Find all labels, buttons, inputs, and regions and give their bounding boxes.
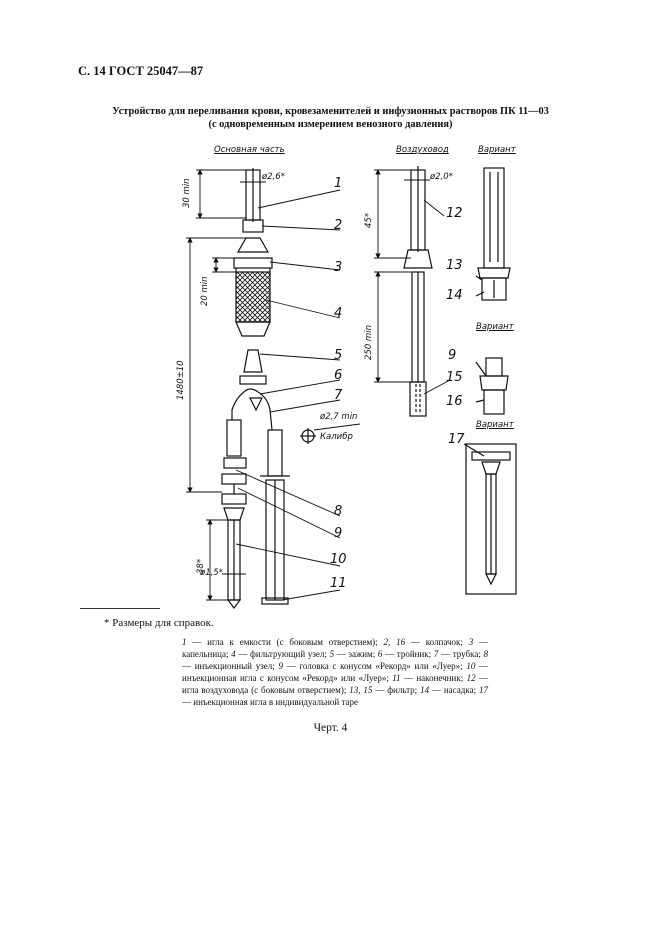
figure-caption: Черт. 4 (313, 722, 348, 734)
legend-text-5: — зажим; (334, 649, 378, 659)
leader-lines (235, 189, 361, 601)
tee-6-tube-7 (231, 388, 273, 431)
figure-subtitle: (с одновременным измерением венозного да… (208, 119, 453, 130)
footnote: * Размеры для справок. (104, 617, 214, 629)
needle-10 (223, 507, 245, 609)
page-header: С. 14 ГОСТ 25047—87 (78, 64, 204, 78)
dim-20min: 20 min (200, 276, 210, 306)
section-variant-2-title: Вариант (476, 322, 514, 332)
dim-calibre: Калибр (320, 432, 353, 442)
needle-1 (242, 168, 264, 233)
legend-num-4: 4 (231, 649, 236, 659)
label-9-variant: 9 (448, 348, 457, 363)
legend-num-2: 2, 16 (383, 637, 406, 647)
label-9: 9 (334, 526, 343, 541)
tube-right (260, 429, 290, 605)
legend-text-11: — наконечник; (400, 673, 467, 683)
legend-num-12: 12 (466, 673, 476, 683)
dimension-lines (186, 169, 266, 601)
legend: 1 — игла к емкости (с боковым отверстием… (182, 636, 488, 708)
section-air-title: Воздуховод (396, 145, 449, 155)
label-3: 3 (334, 260, 343, 275)
footnote-rule (80, 608, 160, 609)
legend-num-5: 5 (329, 649, 335, 659)
label-1: 1 (334, 176, 343, 191)
dim-45: 45* (364, 212, 374, 228)
clamp-5 (239, 349, 267, 385)
calibre-symbol (300, 428, 316, 444)
variant-a (475, 167, 511, 301)
section-main-title: Основная часть (214, 145, 285, 155)
injection-unit-8 (221, 419, 247, 505)
label-4: 4 (334, 306, 343, 321)
legend-num-3: 3 (468, 637, 474, 647)
legend-num-10: 10 (466, 661, 476, 671)
label-11: 11 (330, 576, 347, 591)
legend-num-13: 13, 15 (349, 685, 373, 695)
dim-250min: 250 min (364, 325, 374, 360)
legend-num-17: 17 (478, 685, 488, 695)
legend-num-7: 7 (433, 649, 439, 659)
label-12: 12 (446, 206, 463, 221)
label-17: 17 (448, 432, 465, 447)
label-16: 16 (446, 394, 463, 409)
variant-c (463, 443, 517, 595)
dim-d20: ø2,0* (430, 172, 453, 182)
label-5: 5 (334, 348, 343, 363)
legend-text-9: — головка с конусом «Рекорд» или «Луер»; (282, 661, 467, 671)
legend-text-7: — трубка; (438, 649, 484, 659)
air-dimension-lines (374, 169, 451, 395)
legend-num-14: 14 (420, 685, 430, 695)
label-2: 2 (334, 218, 343, 233)
label-8: 8 (334, 504, 343, 519)
label-15: 15 (446, 370, 463, 385)
legend-text-3: — капельница; (182, 637, 489, 659)
section-variant-3-title: Вариант (476, 420, 514, 430)
legend-text-6: — тройник; (382, 649, 434, 659)
legend-text-1: — игла к емкости (с боковым отверстием); (186, 637, 384, 647)
dim-d26: ø2,6* (262, 172, 285, 182)
label-10: 10 (330, 552, 347, 567)
legend-num-6: 6 (377, 649, 383, 659)
legend-num-11: 11 (392, 673, 401, 683)
dropper-3 (233, 237, 273, 272)
label-14: 14 (446, 288, 463, 303)
legend-text-8: — инъекционный узел; (182, 661, 279, 671)
label-6: 6 (334, 368, 343, 383)
legend-num-1: 1 (182, 637, 187, 647)
dim-1480: 1480±10 (176, 360, 186, 400)
legend-text-2: — колпачок; (405, 637, 469, 647)
label-7: 7 (334, 388, 343, 403)
legend-text-14: — насадка; (429, 685, 479, 695)
legend-text-17: — инъекционная игла в индивидуальной тар… (182, 697, 358, 707)
dim-d27: ø2,7 min (320, 412, 358, 422)
legend-text-10: — инъекционная игла с конусом «Рекорд» и… (182, 661, 489, 683)
legend-num-8: 8 (483, 649, 489, 659)
legend-text-12: — игла воздуховода (с боковым отверстием… (182, 673, 488, 695)
filter-unit-4 (235, 271, 271, 337)
legend-num-9: 9 (278, 661, 283, 671)
section-variant-1-title: Вариант (478, 145, 516, 155)
figure-title: Устройство для переливания крови, кровез… (112, 106, 549, 117)
dim-30min: 30 min (182, 178, 192, 208)
legend-text-4: — фильтрующий узел; (235, 649, 330, 659)
label-13: 13 (446, 258, 463, 273)
legend-text-13: — фильтр; (372, 685, 421, 695)
dim-d15: ø1,5* (200, 568, 223, 578)
variant-b (475, 357, 509, 415)
